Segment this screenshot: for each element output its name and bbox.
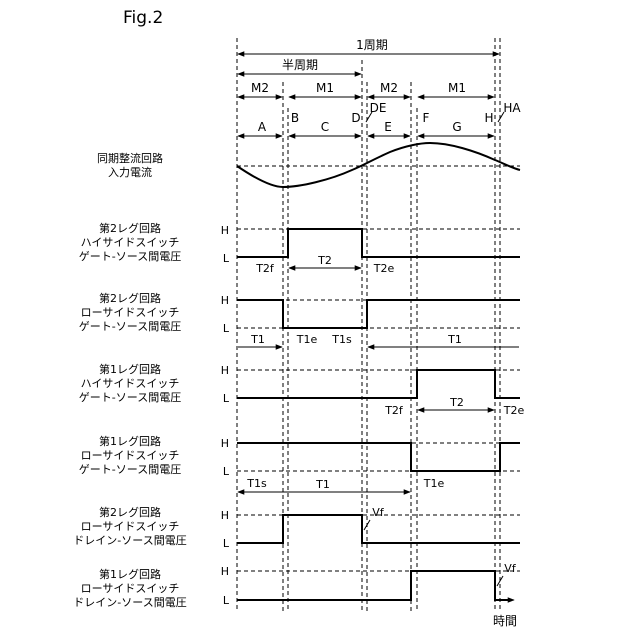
mode-label: M1 [448,81,466,95]
marker-ha: HA [503,101,521,115]
full-period-label: 1周期 [356,38,388,52]
section-label: C [321,120,329,134]
section-label: F [423,111,430,125]
level-high: H [221,565,229,578]
t1s-label: T1s [331,333,352,346]
t2-label: T2 [317,254,332,267]
half-period-label: 半周期 [282,58,318,72]
t1-label: T1 [250,333,265,346]
time-axis-label: 時間 [493,614,517,628]
level-low: L [223,322,230,335]
mode-label: M1 [316,81,334,95]
section-label: H [484,111,493,125]
level-high: H [221,509,229,522]
level-high: H [221,224,229,237]
t2e-label: T2e [503,404,525,417]
level-high: H [221,294,229,307]
leg1-low-gate-waveform [237,443,520,471]
level-high: H [221,364,229,377]
mode-label: M2 [251,81,269,95]
timing-arrows [238,268,519,586]
t1e-label: T1e [423,477,445,490]
t2f-label: T2f [255,262,275,275]
t2e-label: T2e [373,262,395,275]
level-low: L [223,465,230,478]
level-low: L [223,392,230,405]
leg1-low-drain-waveform [237,571,512,600]
t2-label: T2 [449,396,464,409]
leg2-low-drain-waveform [237,515,520,543]
level-low: L [223,537,230,550]
level-low: L [223,594,230,607]
leg2-high-gate-waveform [237,229,520,257]
t1-label: T1 [447,333,462,346]
section-arrows [238,112,504,136]
level-low: L [223,252,230,265]
level-high: H [221,437,229,450]
leg2-low-gate-waveform [237,300,520,328]
section-label: A [258,120,267,134]
section-label: E [384,120,392,134]
input-current-waveform [237,143,520,187]
t1s-label: T1s [246,477,267,490]
section-label: D [351,111,360,125]
vf-label: Vf [504,562,517,575]
leg1-high-gate-waveform [237,370,520,398]
t2f-label: T2f [384,404,404,417]
marker-de: DE [370,101,387,115]
mode-label: M2 [380,81,398,95]
t1-label: T1 [315,478,330,491]
t1e-label: T1e [296,333,318,346]
vf-label: Vf [372,506,385,519]
section-label: B [291,111,299,125]
section-label: G [452,120,461,134]
